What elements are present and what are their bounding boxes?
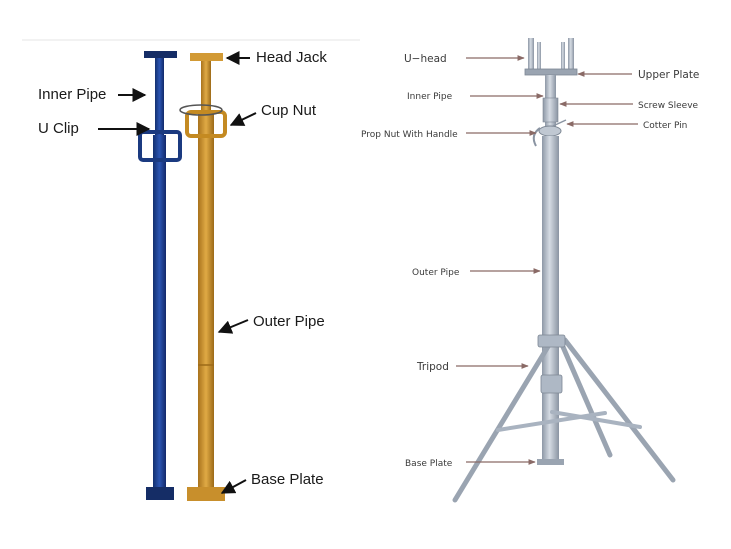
tripod-braces [496, 410, 642, 432]
label-outer-pipe-right: Outer Pipe [412, 268, 460, 278]
label-inner-pipe-left: Inner Pipe [38, 86, 106, 103]
screw-sleeve [542, 97, 559, 123]
label-outer-pipe-left: Outer Pipe [253, 313, 325, 330]
u-head-mid-arm-right [561, 42, 565, 69]
upper-plate [524, 68, 578, 76]
tripod-legs [452, 337, 676, 503]
prop-nut-handle [532, 127, 541, 147]
right-base-plate [537, 459, 564, 465]
blue-inner-pipe [155, 58, 164, 138]
tripod-leg-right [562, 337, 676, 483]
label-cotter-pin: Cotter Pin [643, 121, 687, 131]
yellow-inner-pipe [201, 61, 211, 113]
yellow-outer-pipe [198, 112, 214, 488]
label-cup-nut: Cup Nut [261, 102, 317, 119]
left-diagram: Head Jack Inner Pipe Cup Nut U Clip Oute… [38, 49, 327, 501]
yellow-cup-nut [185, 110, 227, 138]
blue-u-clip [138, 130, 182, 162]
label-u-head: U−head [404, 53, 447, 65]
cotter-pin-wire [552, 119, 567, 127]
tripod-prop [452, 38, 676, 503]
tripod-leg-left [452, 337, 555, 503]
tripod-collar [537, 334, 566, 348]
blue-prop [138, 51, 182, 500]
left-arrows [98, 51, 257, 494]
label-upper-plate: Upper Plate [638, 69, 699, 81]
arrow-base-plate-left [220, 479, 247, 494]
u-head-left-arm [528, 38, 534, 71]
right-diagram: U−head Upper Plate Inner Pipe Screw Slee… [361, 38, 699, 503]
right-arrows [456, 55, 638, 465]
prop-nut [538, 125, 562, 137]
arrow-cup-nut [229, 112, 257, 126]
label-prop-nut-with-handle: Prop Nut With Handle [361, 130, 458, 140]
yellow-base-plate [187, 487, 225, 501]
tripod-clamp [540, 374, 563, 394]
blue-base-plate [146, 487, 174, 500]
tripod-leg-front [557, 337, 613, 458]
blue-outer-pipe [153, 135, 166, 487]
label-screw-sleeve: Screw Sleeve [638, 101, 699, 111]
label-head-jack: Head Jack [256, 49, 327, 66]
yellow-head-plate [190, 53, 223, 61]
label-u-clip: U Clip [38, 120, 79, 137]
u-head-mid-arm-left [537, 42, 541, 69]
yellow-cup-nut-ring [179, 104, 223, 116]
arrow-outer-pipe-left [217, 319, 249, 334]
blue-head-plate [144, 51, 177, 58]
tripod-brace-right [550, 410, 642, 429]
label-base-plate-right: Base Plate [405, 459, 453, 469]
label-base-plate-left: Base Plate [251, 471, 324, 488]
u-head-right-arm [568, 38, 574, 71]
tripod-brace-left [496, 411, 607, 432]
label-tripod: Tripod [416, 361, 449, 373]
label-inner-pipe-right: Inner Pipe [407, 92, 453, 102]
yellow-prop [179, 53, 227, 501]
